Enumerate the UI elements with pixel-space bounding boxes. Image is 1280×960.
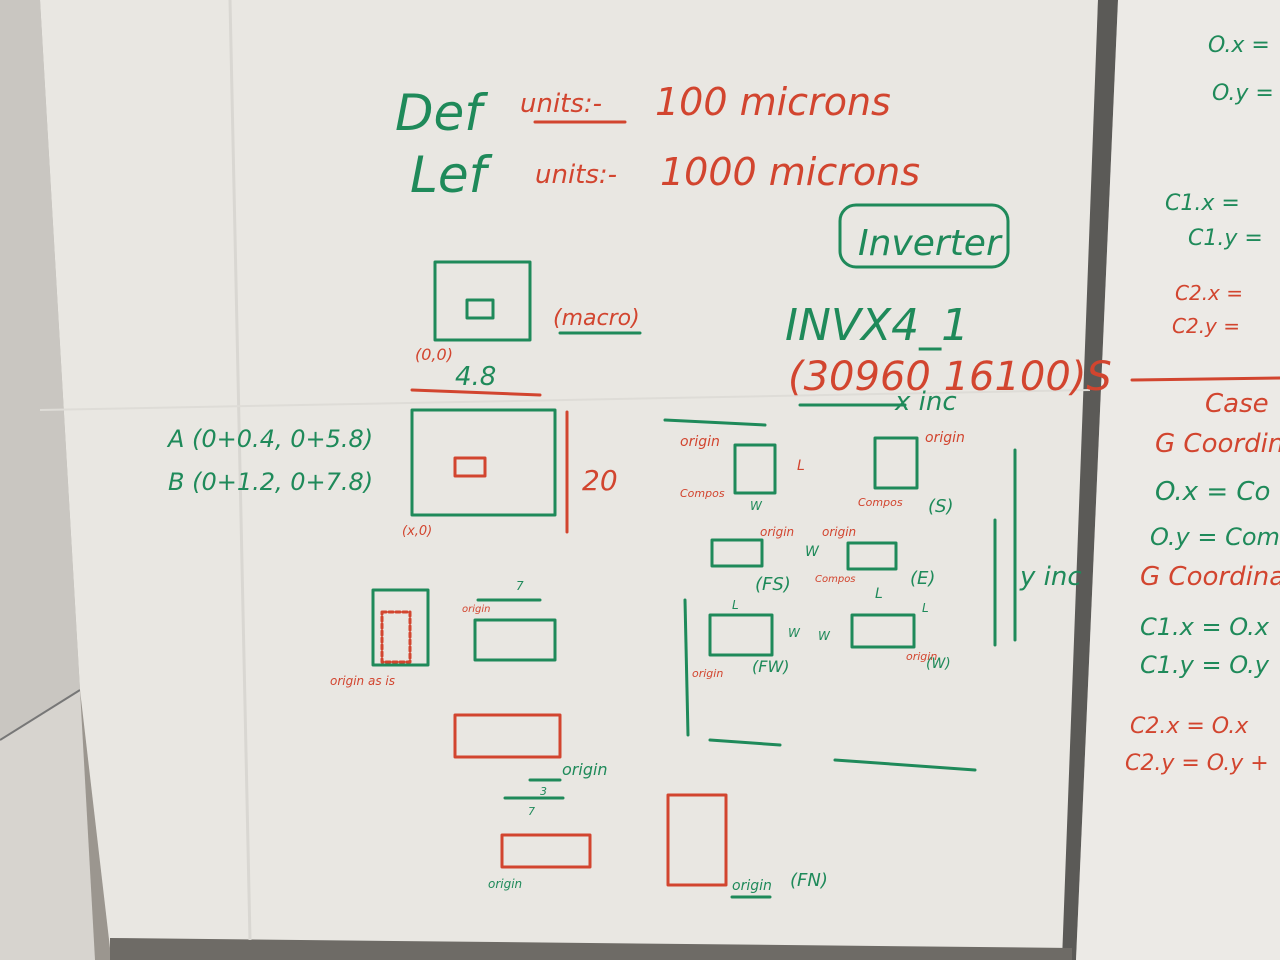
left-wall-lower xyxy=(0,690,95,960)
orient-fw: (FW) xyxy=(752,657,790,676)
cell-w xyxy=(850,613,916,649)
dim-w: W xyxy=(818,629,831,643)
side-c2y2: C2.y = O.y + xyxy=(1125,751,1269,776)
compos-label: Compos xyxy=(815,574,856,585)
cell-coords: (30960 16100)S xyxy=(788,354,1112,400)
dim-three: 3 xyxy=(540,785,547,798)
side-ox2: O.x = Co xyxy=(1155,477,1270,507)
cell-name: INVX4_1 xyxy=(785,300,969,351)
lef-units-value: 1000 microns xyxy=(660,150,920,194)
side-c1y2: C1.y = O.y xyxy=(1140,651,1270,679)
dim-l: L xyxy=(797,458,805,474)
frame-bottom xyxy=(708,738,782,747)
side-c1x2: C1.x = O.x xyxy=(1140,613,1270,641)
orient-e: (E) xyxy=(910,568,935,589)
height-dim-label: 20 xyxy=(582,464,618,497)
origin-label: origin xyxy=(760,525,794,539)
cell-e xyxy=(846,541,898,571)
ghost-line xyxy=(228,0,252,941)
origin-as-is: origin as is xyxy=(330,674,395,688)
lef-label: Lef xyxy=(410,146,493,204)
def-units-value: 100 microns xyxy=(655,80,891,124)
cell-s xyxy=(873,436,919,490)
inverter-box xyxy=(838,203,1010,269)
ghost-line xyxy=(39,389,1091,411)
side-whiteboard xyxy=(1076,0,1280,960)
width-dim-line xyxy=(410,388,542,397)
origin-label: origin xyxy=(680,434,720,450)
cell-fs xyxy=(710,538,764,568)
big-macro-outline xyxy=(410,408,557,517)
origin-label: origin xyxy=(822,525,856,539)
def-label: Def xyxy=(395,84,488,142)
sketch-lower-wide xyxy=(453,713,562,759)
panel-seam xyxy=(0,689,81,741)
origin-label: origin xyxy=(488,877,522,891)
cell-n xyxy=(733,443,777,495)
side-divider xyxy=(1130,376,1280,382)
y-inc-label: y inc xyxy=(1019,562,1082,592)
pin-b: B (0+1.2, 0+7.8) xyxy=(168,468,373,496)
origin-label: origin xyxy=(906,650,937,663)
side-oy2: O.y = Com xyxy=(1150,523,1280,551)
left-wall-panel xyxy=(0,0,80,740)
main-whiteboard xyxy=(40,0,1098,960)
dim-seven: 7 xyxy=(516,579,524,593)
def-units-label: units:- xyxy=(520,89,602,119)
compos-label: Compos xyxy=(858,496,903,509)
frame-left xyxy=(683,598,690,737)
compos-label: Compos xyxy=(680,487,725,500)
dim-l: L xyxy=(732,598,739,612)
origin-label: origin xyxy=(562,760,608,779)
macro-inner xyxy=(465,298,495,320)
side-gcoord1: G Coordin xyxy=(1155,429,1280,459)
board-frame-bottom xyxy=(110,938,1072,960)
dim-l: L xyxy=(875,586,883,602)
side-ox: O.x = xyxy=(1208,33,1270,58)
orient-fn: (FN) xyxy=(790,870,828,891)
dim-seven: 7 xyxy=(528,805,535,818)
sketch-tall-cell xyxy=(371,588,430,667)
frame-top xyxy=(663,418,767,427)
dim-w: W xyxy=(788,626,801,640)
x-inc-label: x inc xyxy=(894,387,957,417)
side-gcoord2: G Coordinat xyxy=(1140,562,1280,592)
side-oy: O.y = xyxy=(1212,81,1274,106)
sketch-wide-cell xyxy=(473,618,557,662)
orient-s: (S) xyxy=(928,496,953,517)
inverter-label: Inverter xyxy=(858,223,1003,264)
origin-00: (0,0) xyxy=(415,345,453,364)
dim-w: W xyxy=(750,499,763,513)
side-c2x: C2.x = xyxy=(1175,281,1243,305)
side-c2x2: C2.x = O.x xyxy=(1130,714,1249,739)
sketch-fn-cell xyxy=(666,793,728,887)
side-c1x: C1.x = xyxy=(1165,191,1240,216)
origin-label: origin xyxy=(692,667,723,680)
pin-hatch xyxy=(453,456,487,478)
origin-label: origin xyxy=(925,430,965,446)
board-frame-right xyxy=(1062,0,1118,960)
sketch-lower-flat xyxy=(500,833,592,869)
pin-a: A (0+0.4, 0+5.8) xyxy=(166,425,373,453)
macro-outline xyxy=(433,260,532,342)
origin-label: origin xyxy=(732,878,772,894)
orient-fs: (FS) xyxy=(755,574,791,595)
macro-label: (macro) xyxy=(553,306,640,331)
side-c1y: C1.y = xyxy=(1188,226,1263,251)
side-case: Case xyxy=(1205,389,1269,419)
origin-label: origin xyxy=(462,604,490,615)
orient-w: (W) xyxy=(926,656,951,672)
dim-l: L xyxy=(922,601,929,615)
frame-bottom xyxy=(833,758,977,772)
lef-units-label: units:- xyxy=(535,160,617,190)
width-dim-label: 4.8 xyxy=(455,362,496,392)
macro-origin: (x,0) xyxy=(402,524,432,539)
cell-fw xyxy=(708,613,774,657)
dim-w: W xyxy=(805,544,820,560)
sketch-tall-inner xyxy=(380,610,412,664)
side-c2y: C2.y = xyxy=(1172,314,1240,338)
